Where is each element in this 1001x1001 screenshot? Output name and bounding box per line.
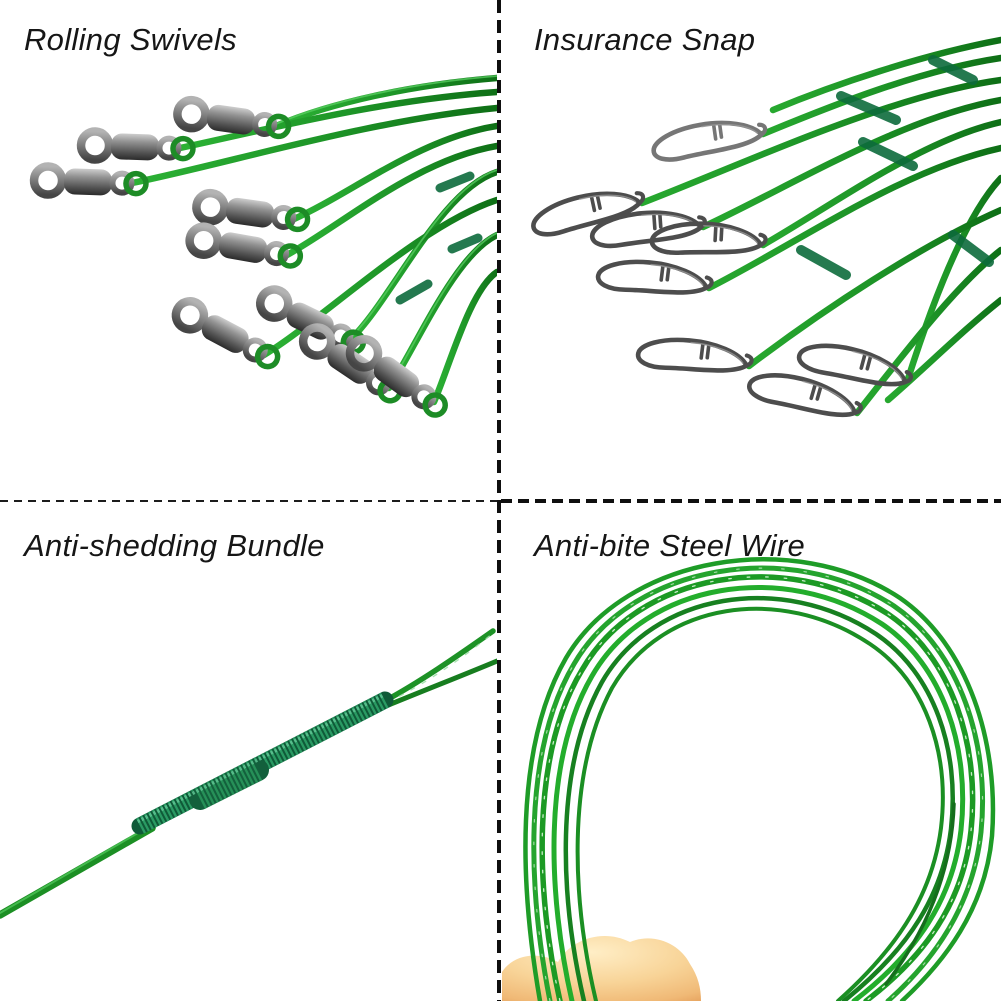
panel-label-insurance-snap: Insurance Snap [534, 22, 756, 57]
divider-horizontal-left [0, 500, 497, 502]
divider-horizontal-right [501, 499, 1001, 503]
panel-label-rolling-swivels: Rolling Swivels [24, 22, 237, 57]
panel-label-anti-shedding-bundle: Anti-shedding Bundle [24, 528, 325, 563]
anti-shedding-bundle-photo [0, 628, 497, 919]
panel-anti-shedding-bundle: Anti-shedding Bundle [0, 504, 497, 1001]
insurance-snap-photo [501, 36, 1001, 497]
divider-vertical [497, 0, 501, 1001]
anti-bite-steel-wire-photo [502, 557, 996, 1001]
panel-rolling-swivels: Rolling Swivels [0, 0, 497, 497]
panel-insurance-snap: Insurance Snap [501, 0, 1001, 497]
rolling-swivels-photo [0, 74, 497, 497]
panel-label-anti-bite-steel-wire: Anti-bite Steel Wire [534, 528, 806, 563]
fingertip [502, 935, 701, 1001]
panel-anti-bite-steel-wire: Anti-bite Steel Wire [502, 504, 1001, 1001]
